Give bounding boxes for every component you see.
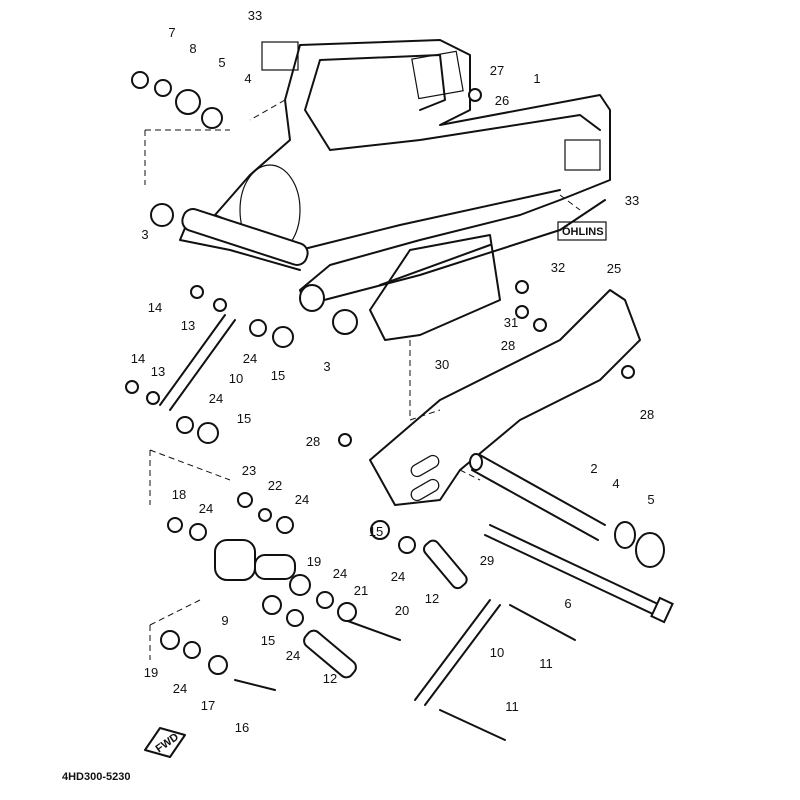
small-parts [125, 71, 635, 675]
callout: 12 [425, 591, 439, 606]
callout: 13 [151, 364, 165, 379]
callout: 6 [564, 596, 571, 611]
callout: 11 [505, 699, 519, 714]
callout: 27 [490, 63, 504, 78]
callout: 33 [625, 193, 639, 208]
callout: 11 [539, 656, 553, 671]
callout: 16 [235, 720, 249, 735]
callout: 15 [261, 633, 275, 648]
guide-lines [144, 99, 581, 660]
callout: 9 [221, 613, 228, 628]
callout: 15 [369, 524, 383, 539]
callout: 21 [354, 583, 368, 598]
callout: 3 [323, 359, 330, 374]
axles [469, 453, 674, 624]
ohlins-sticker [557, 221, 607, 241]
callout: 18 [172, 487, 186, 502]
callout: 19 [144, 665, 158, 680]
callout: 1 [533, 71, 540, 86]
callout: 33 [248, 8, 262, 23]
callout: 24 [333, 566, 347, 581]
callout: 30 [435, 357, 449, 372]
callout: 32 [551, 260, 565, 275]
callout: 24 [173, 681, 187, 696]
callout: 15 [237, 411, 251, 426]
callout: 22 [268, 478, 282, 493]
callout: 4 [244, 71, 251, 86]
callout: 23 [242, 463, 256, 478]
label-sticker [261, 41, 299, 71]
callout-labels: 33 7 8 5 4 27 26 1 33 3 25 32 14 13 31 2… [131, 8, 655, 735]
callout: 26 [495, 93, 509, 108]
callout: 24 [243, 351, 257, 366]
callout: 24 [286, 648, 300, 663]
callout: 8 [189, 41, 196, 56]
callout: 24 [295, 492, 309, 507]
callout: 2 [590, 461, 597, 476]
linkage-parts [159, 314, 576, 741]
callout: 28 [501, 338, 515, 353]
callout: 31 [504, 315, 518, 330]
callout: 13 [181, 318, 195, 333]
callout: 28 [306, 434, 320, 449]
callout: 10 [490, 645, 504, 660]
part-code: 4HD300-5230 [62, 771, 131, 783]
callout: 12 [323, 671, 337, 686]
callout: 7 [168, 25, 175, 40]
fwd-arrow-icon [144, 727, 186, 758]
callout: 24 [391, 569, 405, 584]
swingarm-frame [179, 39, 611, 341]
callout: 25 [607, 261, 621, 276]
callout: 29 [480, 553, 494, 568]
callout: 17 [201, 698, 215, 713]
callout: 15 [271, 368, 285, 383]
callout: 14 [148, 300, 162, 315]
callout: 10 [229, 371, 243, 386]
callout: 24 [199, 501, 213, 516]
ohlins-text: ÖHLINS [562, 225, 604, 238]
callout: 24 [209, 391, 223, 406]
callout: 5 [647, 492, 654, 507]
callout: 5 [218, 55, 225, 70]
callout: 4 [612, 476, 619, 491]
callout: 19 [307, 554, 321, 569]
fwd-text: FWD [154, 731, 181, 755]
callout: 14 [131, 351, 145, 366]
callout: 20 [395, 603, 409, 618]
callout: 28 [640, 407, 654, 422]
callout: 3 [141, 227, 148, 242]
chain-guard [369, 289, 641, 506]
